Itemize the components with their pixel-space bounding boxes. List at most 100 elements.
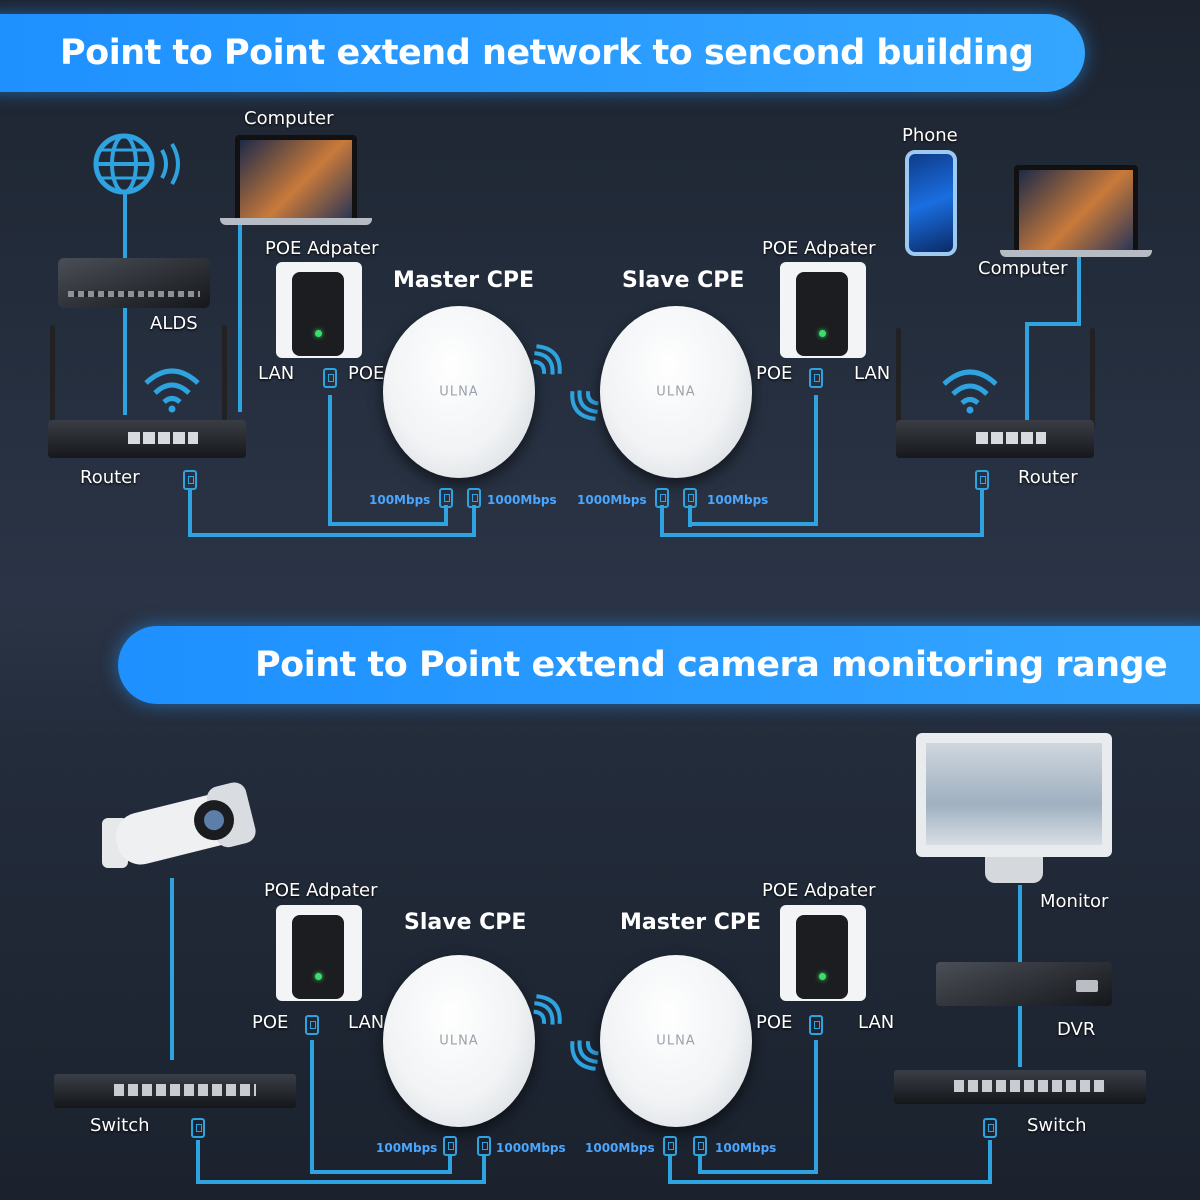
lan-right-label: LAN <box>858 1012 894 1033</box>
alds-device <box>58 258 210 308</box>
switch-right-label: Switch <box>1027 1115 1087 1136</box>
wire <box>1025 322 1081 326</box>
wire <box>238 222 242 412</box>
speed-label: 1000Mbps <box>577 493 647 507</box>
ethernet-plug-icon <box>693 1136 707 1156</box>
router-right <box>896 420 1094 458</box>
poe-adapter-left <box>276 262 362 358</box>
globe-icon <box>92 132 188 196</box>
wire <box>814 395 818 525</box>
wire <box>188 533 476 537</box>
master-cpe-title-bottom: Master CPE <box>620 910 761 935</box>
laptop-right-base <box>1000 250 1152 257</box>
phone-device <box>905 150 957 256</box>
antenna <box>50 325 55 425</box>
ethernet-plug-icon <box>975 470 989 490</box>
router-left <box>48 420 246 458</box>
antenna <box>896 328 901 428</box>
wire <box>196 1180 486 1184</box>
alds-label: ALDS <box>150 313 198 334</box>
laptop-left-screen <box>235 135 357 223</box>
wire <box>668 1155 672 1183</box>
wire <box>1018 1005 1022 1067</box>
bottom-banner: Point to Point extend camera monitoring … <box>118 626 1200 704</box>
wire <box>1077 255 1081 325</box>
slave-cpe-device-bottom: ULNA <box>383 955 535 1127</box>
switch-right <box>894 1070 1146 1104</box>
signal-icon <box>530 340 566 380</box>
ethernet-plug-icon <box>809 368 823 388</box>
bottom-banner-title: Point to Point extend camera monitoring … <box>255 645 1167 685</box>
top-banner-title: Point to Point extend network to sencond… <box>60 33 1033 73</box>
brand-label: ULNA <box>439 1034 478 1049</box>
wire <box>123 305 127 415</box>
poe-adapter-left <box>276 905 362 1001</box>
monitor-stand <box>985 857 1043 883</box>
wire <box>980 490 984 536</box>
wire <box>660 533 984 537</box>
wire <box>482 1155 486 1183</box>
speed-label: 1000Mbps <box>585 1141 655 1155</box>
antenna <box>222 325 227 425</box>
ethernet-plug-icon <box>305 1015 319 1035</box>
speed-label: 100Mbps <box>369 493 430 507</box>
ethernet-plug-icon <box>983 1118 997 1138</box>
poe-left-label: POE <box>252 1012 288 1033</box>
signal-icon <box>530 990 566 1030</box>
speed-label: 1000Mbps <box>487 493 557 507</box>
ethernet-plug-icon <box>683 488 697 508</box>
wire <box>170 878 174 1060</box>
lan-right-label: LAN <box>854 363 890 384</box>
dvr-label: DVR <box>1057 1019 1095 1040</box>
slave-cpe-title-bottom: Slave CPE <box>404 910 526 935</box>
ethernet-plug-icon <box>191 1118 205 1138</box>
wire <box>1018 885 1022 965</box>
phone-label: Phone <box>902 125 958 146</box>
wire <box>444 505 448 525</box>
speed-label: 100Mbps <box>715 1141 776 1155</box>
master-cpe-device-top: ULNA <box>383 306 535 478</box>
poe-right-label: POE <box>756 363 792 384</box>
wire <box>448 1155 452 1173</box>
monitor-label: Monitor <box>1040 891 1108 912</box>
master-cpe-title-top: Master CPE <box>393 268 534 293</box>
ethernet-plug-icon <box>809 1015 823 1035</box>
poe-adapter-left-label: POE Adpater <box>264 880 378 901</box>
wifi-icon <box>140 365 204 413</box>
dvr-device <box>936 962 1112 1006</box>
ethernet-plug-icon <box>183 470 197 490</box>
lan-left-label: LAN <box>348 1012 384 1033</box>
switch-left <box>54 1074 296 1108</box>
switch-left-label: Switch <box>90 1115 150 1136</box>
wire <box>310 1040 314 1174</box>
slave-cpe-device-top: ULNA <box>600 306 752 478</box>
ethernet-plug-icon <box>467 488 481 508</box>
wire <box>668 1180 992 1184</box>
wire <box>328 522 448 526</box>
wire <box>988 1140 992 1184</box>
computer-left-label: Computer <box>244 108 333 129</box>
brand-label: ULNA <box>656 385 695 400</box>
poe-adapter-right-label: POE Adpater <box>762 238 876 259</box>
wire <box>698 1170 818 1174</box>
signal-icon <box>566 385 602 425</box>
wire <box>472 505 476 535</box>
wire <box>123 190 127 260</box>
signal-icon <box>566 1035 602 1075</box>
ethernet-plug-icon <box>655 488 669 508</box>
computer-right-label: Computer <box>978 258 1067 279</box>
laptop-left-base <box>220 218 372 225</box>
security-camera-icon <box>92 778 262 874</box>
ethernet-plug-icon <box>439 488 453 508</box>
master-cpe-device-bottom: ULNA <box>600 955 752 1127</box>
brand-label: ULNA <box>439 385 478 400</box>
poe-left-label: POE <box>348 363 384 384</box>
top-banner: Point to Point extend network to sencond… <box>0 14 1085 92</box>
speed-label: 100Mbps <box>707 493 768 507</box>
router-left-label: Router <box>80 467 140 488</box>
poe-adapter-right <box>780 905 866 1001</box>
poe-adapter-left-label: POE Adpater <box>265 238 379 259</box>
wire <box>328 395 332 525</box>
poe-adapter-right <box>780 262 866 358</box>
speed-label: 1000Mbps <box>496 1141 566 1155</box>
